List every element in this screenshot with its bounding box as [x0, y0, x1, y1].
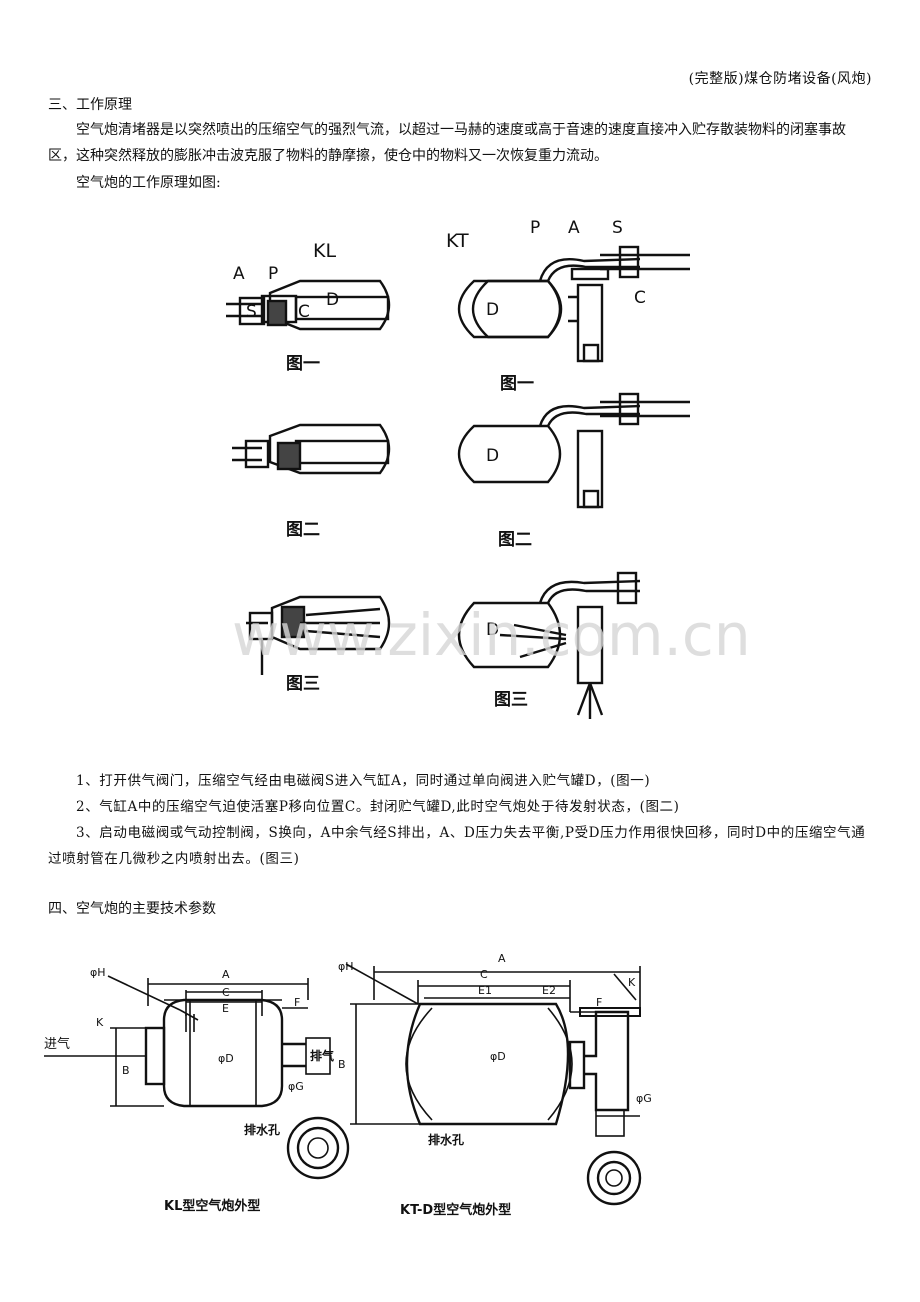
kt-outline-caption: KT-D型空气炮外型: [400, 1202, 511, 1218]
kl-outline-caption: KL型空气炮外型: [164, 1198, 260, 1214]
kl-fig2-caption: 图二: [286, 520, 320, 540]
section-title-working-principle: 三、工作原理: [48, 97, 132, 113]
kl-fig1-caption: 图一: [286, 354, 320, 374]
kl-label-p: P: [268, 264, 278, 284]
kl-drain-label: 排水孔: [244, 1122, 280, 1137]
kt-label-p: P: [530, 218, 540, 238]
kt-fig3-caption: 图三: [494, 690, 528, 710]
kl-dim-f: F: [294, 996, 300, 1009]
kt-dim-a: A: [498, 952, 506, 965]
kt-fig1-caption: 图一: [500, 374, 534, 394]
kl-labels: KL KT A P S C D D P A S C D D 图一 图一 图二 图…: [232, 218, 751, 710]
kt-dim-h: φH: [338, 960, 354, 973]
kl-dim-h: φH: [90, 966, 106, 979]
principle-paragraph-1: 空气炮清堵器是以突然喷出的压缩空气的强烈气流，以超过一马赫的速度或高于音速的速度…: [48, 122, 846, 164]
kt-label-a: A: [568, 218, 580, 238]
kl-exhaust-label: 排气: [310, 1048, 334, 1063]
principle-text: 空气炮清堵器是以突然喷出的压缩空气的强烈气流，以超过一马赫的速度或高于音速的速度…: [48, 117, 872, 196]
kl-dim-c: C: [222, 986, 230, 999]
section-title-tech-params: 四、空气炮的主要技术参数: [48, 901, 216, 917]
kt-dim-g: φG: [636, 1092, 652, 1105]
kl-dim-b: B: [122, 1064, 130, 1077]
kl-label-s: S: [246, 302, 257, 322]
kt-label-s: S: [612, 218, 623, 238]
kl-title: KL: [313, 240, 336, 262]
principle-paragraph-2: 空气炮的工作原理如图:: [76, 175, 221, 191]
kt-title: KT: [446, 230, 469, 252]
step-1: 1、打开供气阀门，压缩空气经由电磁阀S进入气缸A，同时通过单向阀进入贮气罐D，(…: [76, 773, 651, 789]
kt-label-d-fig2: D: [486, 446, 499, 466]
kl-dim-k: K: [96, 1016, 104, 1029]
kt-fig2-caption: 图二: [498, 530, 532, 550]
kt-label-d-fig3: D: [486, 620, 499, 640]
kt-dim-e2: E2: [542, 984, 556, 997]
kt-dim-f: F: [596, 996, 602, 1009]
outline-dimension-diagram: A C E F K B φH φD φG 进气 排气 排水孔 A C E1 E2…: [44, 952, 652, 1218]
kl-label-d: D: [326, 290, 339, 310]
kt-dim-b: B: [338, 1058, 346, 1071]
page-header-title: (完整版)煤仓防堵设备(风炮): [688, 71, 872, 87]
kl-dim-d: φD: [218, 1052, 234, 1065]
kl-dim-g: φG: [288, 1080, 304, 1093]
kt-dim-c: C: [480, 968, 488, 981]
kt-label-c: C: [634, 288, 646, 308]
kt-drain-label: 排水孔: [428, 1132, 464, 1147]
kl-fig3-caption: 图三: [286, 674, 320, 694]
kt-label-d-fig1: D: [486, 300, 499, 320]
watermark: www.zixin.com.cn: [232, 601, 751, 669]
kl-label-a: A: [233, 264, 245, 284]
step-3: 3、启动电磁阀或气动控制阀，S换向，A中余气经S排出，A、D压力失去平衡,P受D…: [48, 825, 866, 867]
kl-dim-a: A: [222, 968, 230, 981]
kt-dim-d: φD: [490, 1050, 506, 1063]
kt-dim-e1: E1: [478, 984, 492, 997]
kt-dim-k: K: [628, 976, 636, 989]
steps-list: 1、打开供气阀门，压缩空气经由电磁阀S进入气缸A，同时通过单向阀进入贮气罐D，(…: [48, 768, 872, 872]
kl-inlet-label: 进气: [44, 1036, 70, 1052]
step-2: 2、气缸A中的压缩空气迫使活塞P移向位置C。封闭贮气罐D,此时空气炮处于待发射状…: [76, 799, 680, 815]
working-principle-diagram: KL KT A P S C D D P A S C D D 图一 图一 图二 图…: [226, 218, 751, 719]
kl-label-c: C: [298, 302, 310, 322]
kl-dim-e: E: [222, 1002, 229, 1015]
